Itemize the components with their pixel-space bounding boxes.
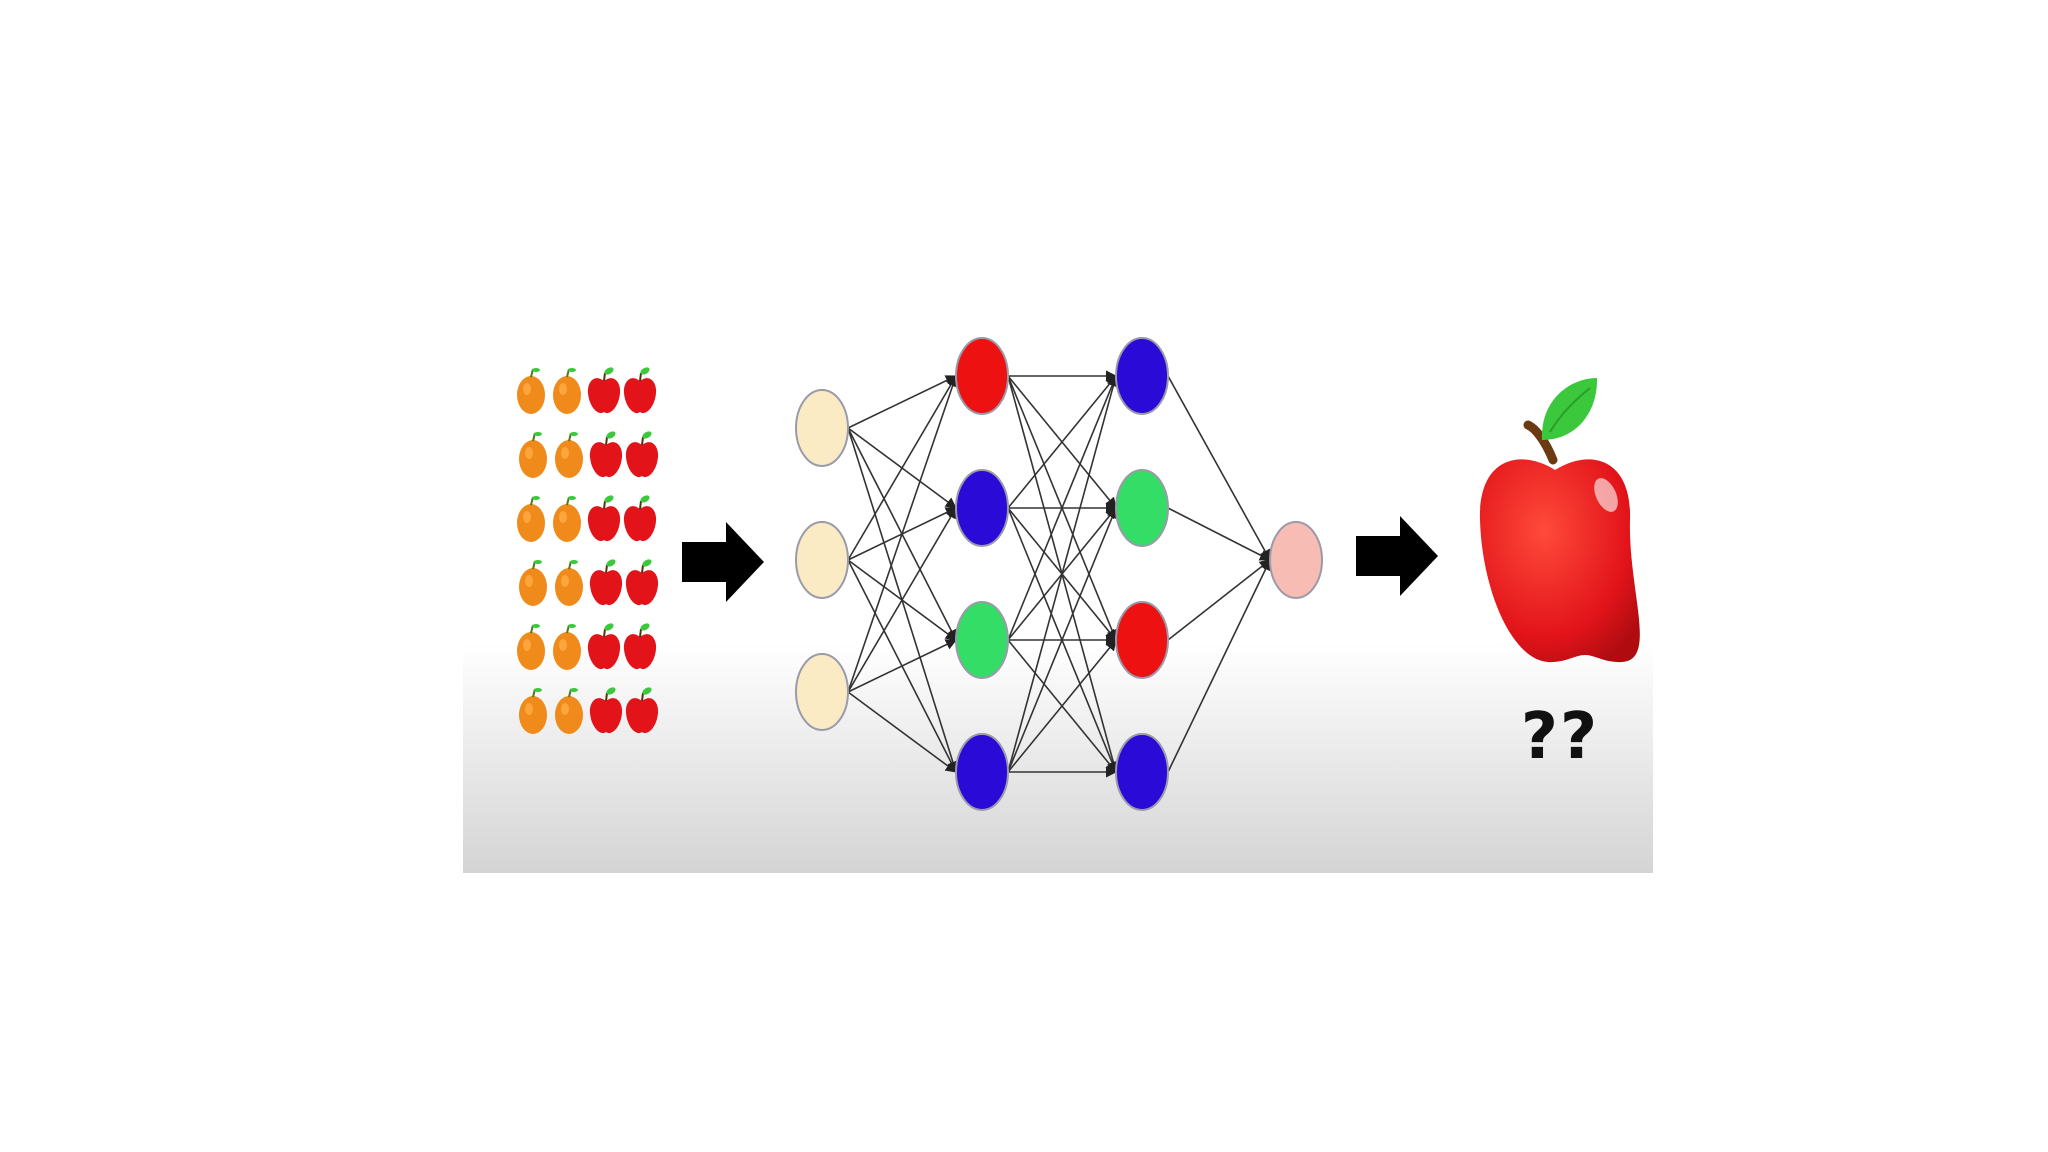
apple-fruit-icon (587, 495, 621, 542)
hidden-1-node (955, 469, 1009, 547)
network-edge (1007, 506, 1118, 773)
output-arrow-icon (1356, 516, 1438, 596)
input-arrow-icon (682, 522, 764, 602)
network-edge (1167, 559, 1271, 641)
hidden-1-node (955, 733, 1009, 811)
orange-fruit-icon (519, 432, 547, 478)
hidden-1-node (955, 601, 1009, 679)
orange-fruit-icon (555, 560, 583, 606)
orange-fruit-icon (553, 496, 581, 542)
apple-fruit-icon (623, 495, 657, 542)
apple-fruit-icon (625, 687, 659, 734)
apple-fruit-icon (589, 559, 623, 606)
hidden-2-node (1115, 733, 1169, 811)
orange-fruit-icon (555, 688, 583, 734)
network-edge (1007, 374, 1118, 641)
orange-fruit-icon (519, 688, 547, 734)
network-edge (847, 507, 957, 693)
input-node (795, 653, 849, 731)
orange-fruit-icon (519, 560, 547, 606)
network-edge (847, 691, 957, 773)
apple-fruit-icon (623, 623, 657, 670)
network-edge (847, 374, 959, 693)
orange-fruit-icon (553, 368, 581, 414)
hidden-2-node (1115, 337, 1169, 415)
orange-fruit-icon (517, 496, 545, 542)
input-node (795, 521, 849, 599)
network-edge (847, 375, 957, 561)
orange-fruit-icon (517, 624, 545, 670)
apple-fruit-icon (587, 367, 621, 414)
network-edge (1007, 374, 1119, 773)
network-edge (847, 639, 958, 693)
red-apple-icon (1479, 378, 1640, 663)
hidden-1-node (955, 337, 1009, 415)
network-edge (1007, 639, 1117, 773)
input-node (795, 389, 849, 467)
network-edge (1007, 375, 1117, 509)
orange-fruit-icon (555, 432, 583, 478)
orange-fruit-icon (517, 368, 545, 414)
network-edge (847, 375, 958, 429)
network-edges (847, 370, 1271, 778)
apple-fruit-icon (589, 687, 623, 734)
network-edge (1167, 375, 1271, 561)
orange-fruit-icon (553, 624, 581, 670)
network-edge (1167, 507, 1271, 561)
output-node (1269, 521, 1323, 599)
apple-fruit-icon (587, 623, 621, 670)
apple-fruit-icon (625, 559, 659, 606)
network-nodes (795, 337, 1323, 811)
hidden-2-node (1115, 601, 1169, 679)
input-fruit-grid (517, 367, 659, 734)
apple-fruit-icon (589, 431, 623, 478)
network-edge (1167, 558, 1271, 773)
apple-fruit-icon (625, 431, 659, 478)
output-question-caption: ?? (1520, 700, 1600, 774)
hidden-2-node (1115, 469, 1169, 547)
apple-fruit-icon (623, 367, 657, 414)
